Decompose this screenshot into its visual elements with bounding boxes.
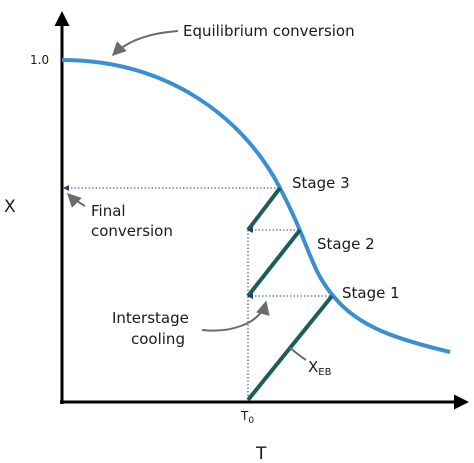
x-tick-t0-main: T [240,409,249,423]
final-conversion-label-line2: conversion [91,222,173,240]
interstage-label-line1: Interstage [112,309,189,327]
y-tick-1: 1.0 [30,53,49,67]
final-conversion-pointer-arrow [67,193,86,208]
xeb-pointer-arrow [289,347,307,361]
stage-2-label: Stage 2 [317,235,375,253]
xeb-label: XEB [308,358,332,378]
operating-line-stage3 [246,186,282,232]
equilibrium-pointer-arrow [112,30,179,56]
xeb-label-sub: EB [318,367,331,378]
final-conversion-label-line1: Final [91,202,126,220]
stage-1-label: Stage 1 [342,284,400,302]
cooling-arrow-stage2 [247,227,253,233]
interstage-pointer-arrow [201,300,270,332]
equilibrium-label: Equilibrium conversion [183,22,355,40]
final-conversion-arrow [63,185,69,191]
y-axis-label: X [4,197,16,217]
operating-line-stage2 [246,228,302,298]
x-tick-t0: T0 [240,409,254,426]
interstage-label-line2: cooling [131,330,185,348]
xeb-label-main: X [308,358,318,376]
cooling-arrow-stage1 [247,293,253,299]
stage-3-label: Stage 3 [292,174,350,192]
x-axis-label: T [255,444,267,463]
x-tick-t0-sub: 0 [248,416,254,426]
